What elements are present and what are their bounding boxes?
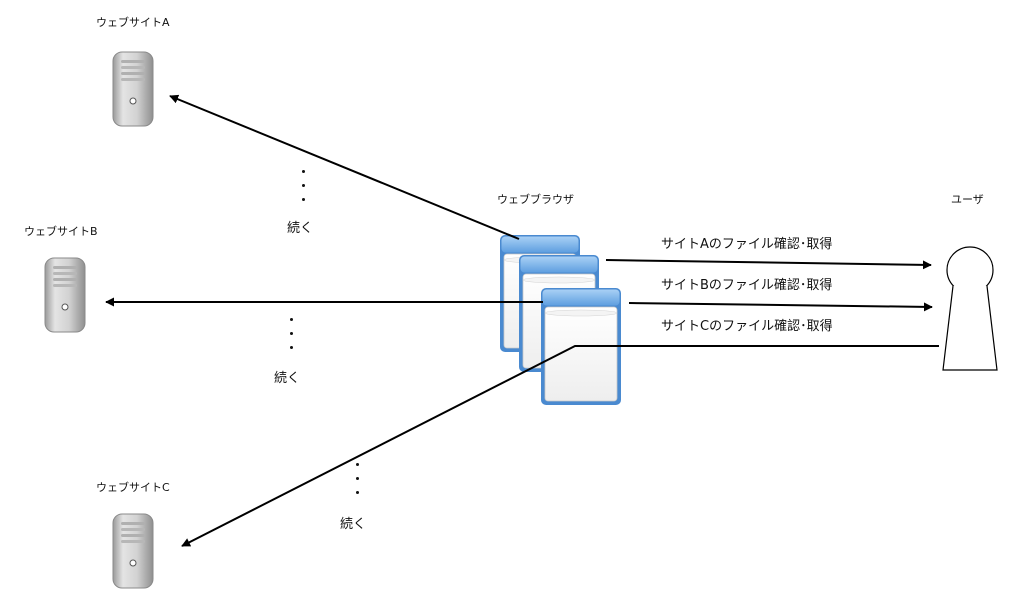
website-c-server-icon [112,513,154,589]
continued-label-c: 続く [340,517,367,532]
continuation-dots-c [356,463,360,505]
message-site-c: サイトCのファイル確認･取得 [661,319,833,334]
continued-label-b: 続く [274,371,301,386]
website-a-label: ウェブサイトA [96,16,170,29]
website-c-label: ウェブサイトC [96,481,170,494]
browser-label: ウェブブラウザ [497,193,574,206]
message-site-a: サイトAのファイル確認･取得 [661,237,833,252]
arrow-to-user-a [605,259,932,270]
arrow-to-user-b [628,302,933,312]
website-b-label: ウェブサイトB [24,225,98,238]
arrow-to-website-c [181,345,939,547]
continuation-dots-b [290,318,294,360]
message-site-b: サイトBのファイル確認･取得 [661,278,833,293]
continuation-dots-a [302,170,306,212]
user-label: ユーザ [951,193,984,206]
arrow-to-website-a [169,94,520,240]
person-icon [942,246,998,371]
continued-label-a: 続く [287,221,314,236]
website-b-server-icon [44,257,86,333]
website-a-server-icon [112,51,154,127]
